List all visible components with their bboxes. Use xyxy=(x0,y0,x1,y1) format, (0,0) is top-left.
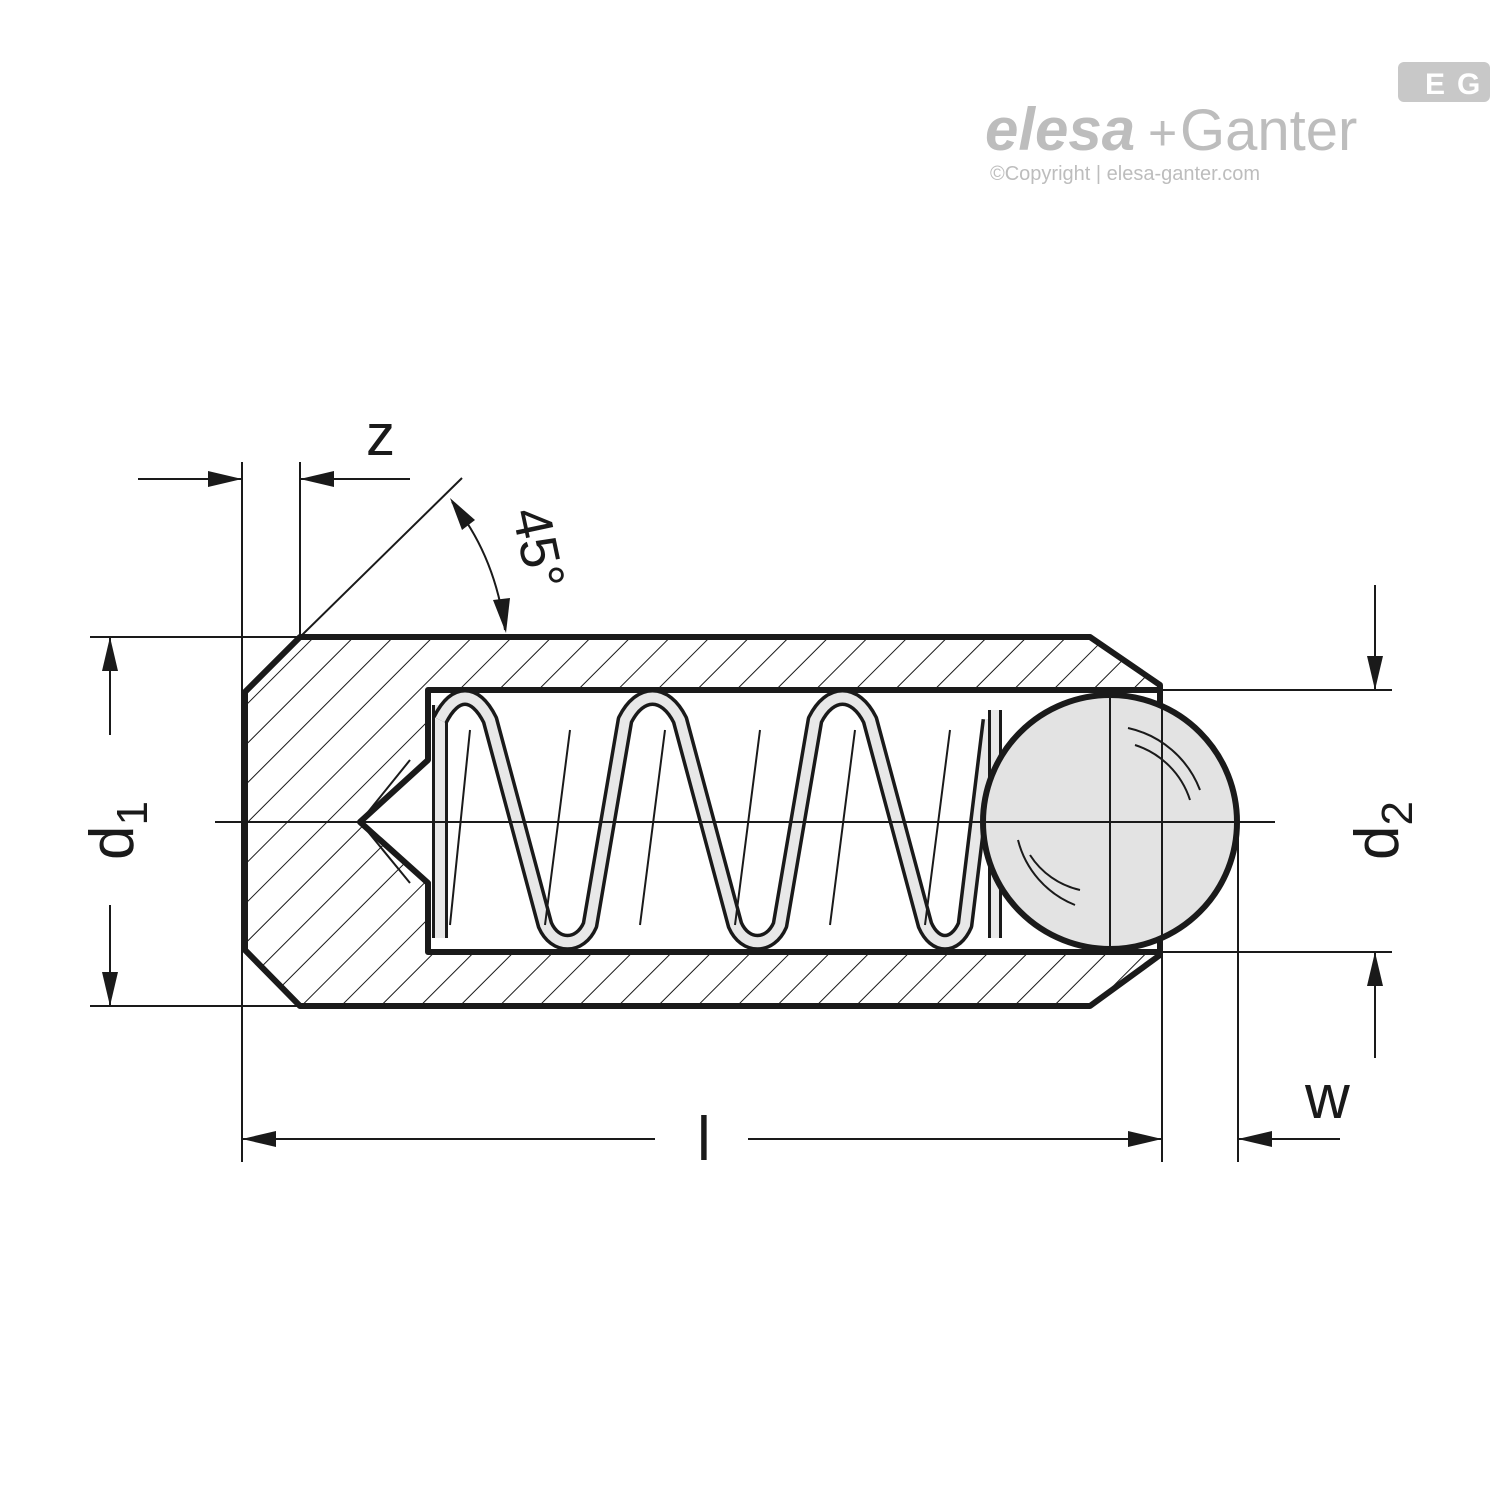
dimension-l: l xyxy=(242,1105,1162,1174)
eg-badge-icon: E G xyxy=(1398,62,1490,102)
label-d2: d2 xyxy=(1343,801,1422,860)
dimension-z: z xyxy=(138,403,410,487)
badge-letter-e: E xyxy=(1425,68,1445,101)
label-d1: d1 xyxy=(78,801,157,860)
brand-ganter: Ganter xyxy=(1180,98,1357,163)
dimension-angle: 45° xyxy=(450,498,576,633)
dimension-d1: d1 xyxy=(78,637,157,1006)
label-z: z xyxy=(366,403,395,468)
brand-logo: E G elesa + Ganter ©Copyright | elesa-ga… xyxy=(985,62,1490,185)
extension-lines xyxy=(90,462,1392,1162)
label-w: w xyxy=(1304,1063,1350,1132)
label-l: l xyxy=(697,1105,711,1174)
brand-plus: + xyxy=(1148,105,1177,161)
label-angle: 45° xyxy=(500,502,576,594)
brand-elesa: elesa xyxy=(985,96,1135,163)
dimension-w: w xyxy=(1238,1063,1350,1147)
badge-letter-g: G xyxy=(1457,68,1480,101)
copyright-notice: ©Copyright | elesa-ganter.com xyxy=(990,163,1260,185)
dimension-d2: d2 xyxy=(1343,585,1422,1058)
